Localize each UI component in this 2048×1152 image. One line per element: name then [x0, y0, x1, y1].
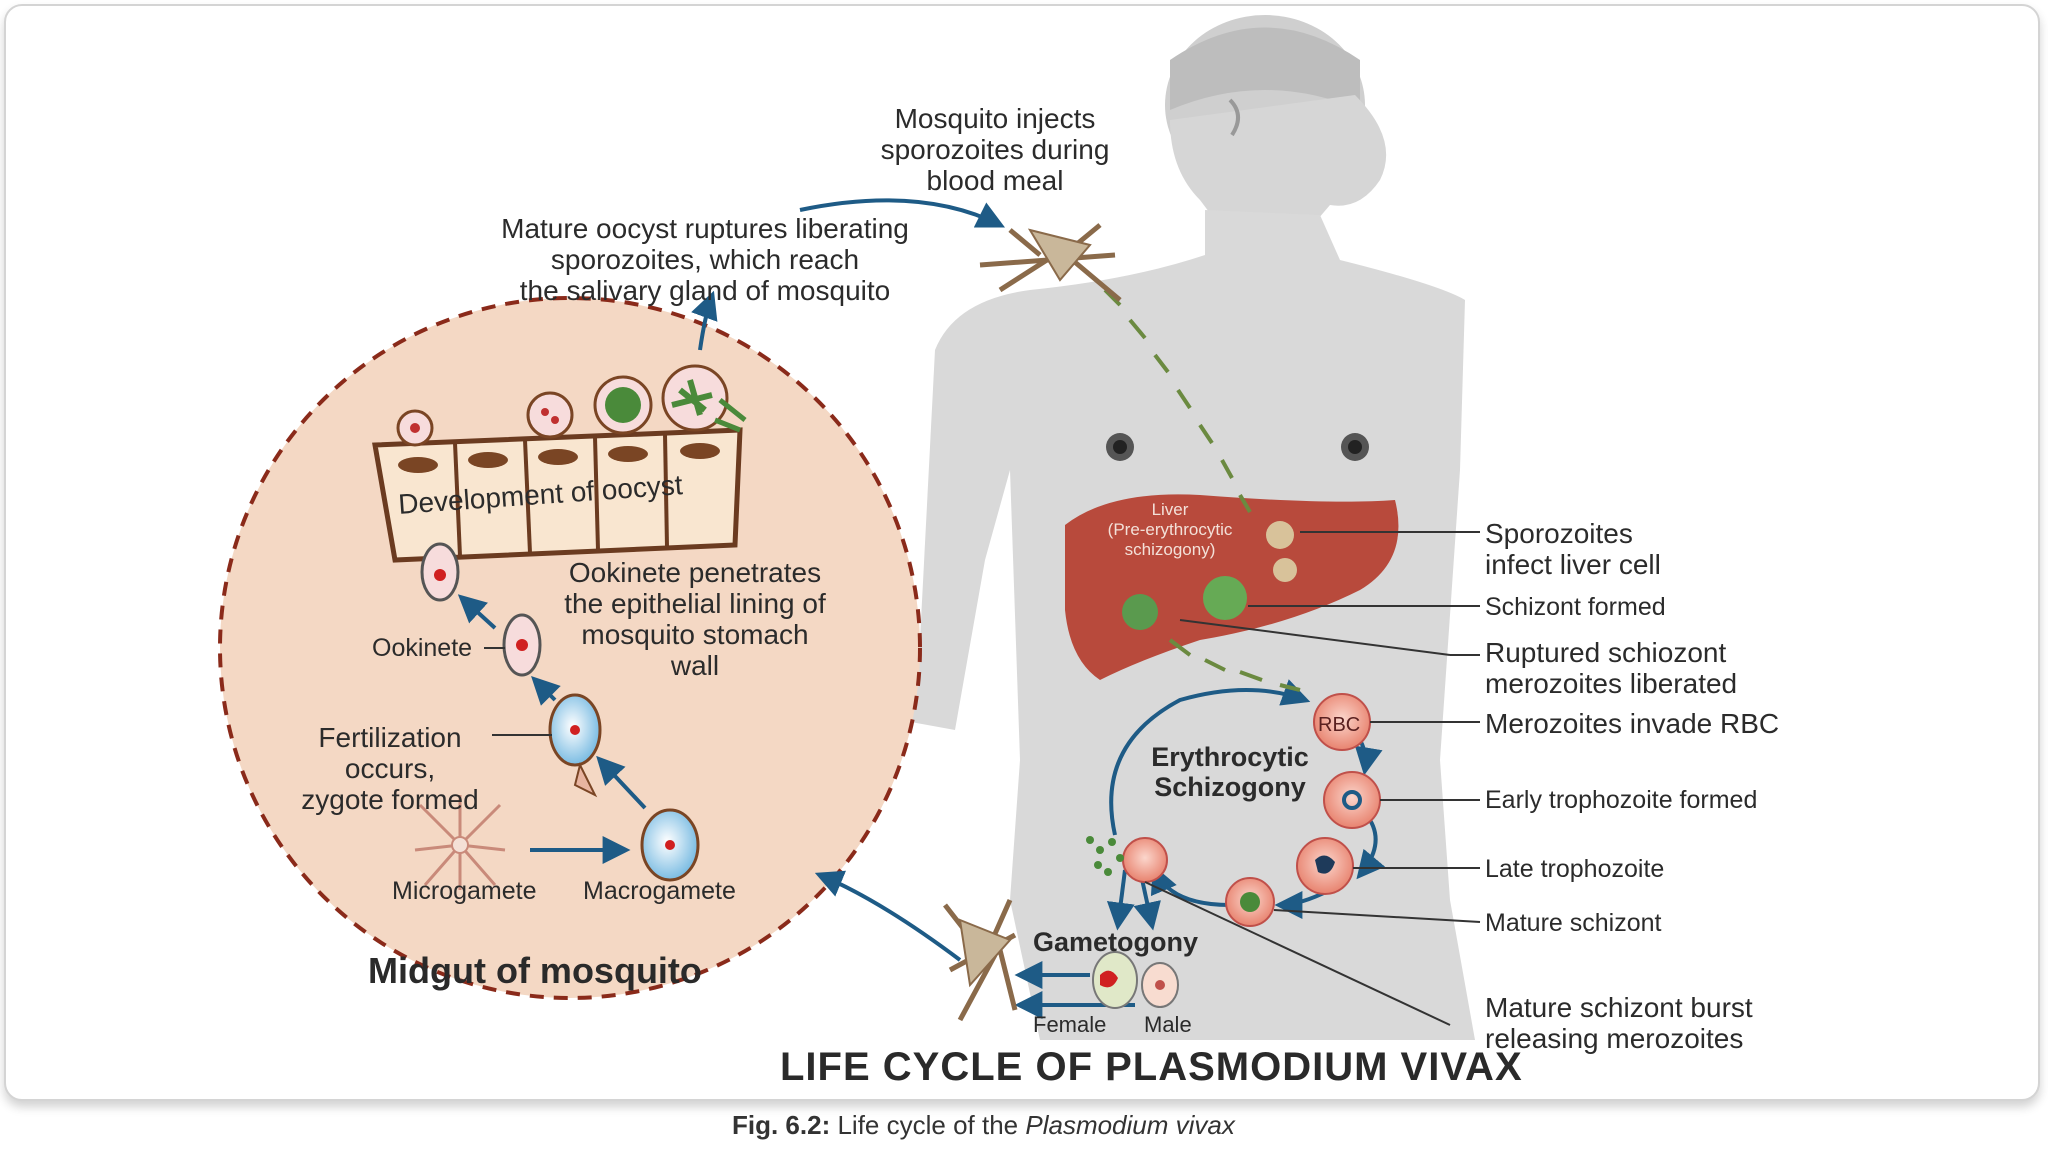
label-line: sporozoites during — [880, 134, 1110, 165]
label-line: Liver — [1151, 500, 1189, 519]
label-mature-schizont: Mature schizont — [1485, 909, 1662, 937]
label-line: blood meal — [926, 165, 1064, 196]
label-ookinete-penetrates: Ookinete penetrates the epithelial linin… — [535, 557, 855, 681]
label-line: merozoites liberated — [1485, 668, 1738, 699]
label-oocyst-ruptures: Mature oocyst ruptures liberating sporoz… — [445, 213, 965, 306]
sporozoite-trail — [1103, 288, 1301, 692]
caption-prefix: Fig. 6.2: — [732, 1110, 831, 1140]
label-line: mosquito stomach — [581, 619, 809, 650]
label-female: Female — [1033, 1012, 1107, 1037]
label-line: Mature schizont burst — [1485, 992, 1753, 1023]
label-schizont-formed: Schizont formed — [1485, 593, 1666, 621]
label-line: releasing merozoites — [1485, 1023, 1744, 1054]
label-line: occurs, — [344, 753, 436, 784]
label-liver: Liver (Pre-erythrocytic schizogony) — [1070, 500, 1270, 560]
label-gametogony: Gametogony — [1033, 927, 1199, 957]
label-schizont-burst: Mature schizont burst releasing merozoit… — [1485, 992, 1753, 1054]
mosquito-top — [979, 223, 1122, 302]
label-ookinete: Ookinete — [372, 634, 473, 662]
label-line: Fertilization — [318, 722, 462, 753]
label-fertilization: Fertilization occurs, zygote formed — [280, 722, 500, 815]
label-line: wall — [670, 650, 720, 681]
label-sporozoites-infect: Sporozoites infect liver cell — [1485, 518, 1661, 580]
caption-species: Plasmodium vivax — [1025, 1110, 1235, 1140]
label-line: Mosquito injects — [894, 103, 1096, 134]
label-line: sporozoites, which reach — [550, 244, 860, 275]
diagram-title: LIFE CYCLE OF PLASMODIUM VIVAX — [780, 1045, 1523, 1089]
label-male: Male — [1144, 1012, 1192, 1037]
caption-text: Life cycle of the — [830, 1110, 1026, 1140]
label-line: the salivary gland of mosquito — [519, 275, 891, 306]
label-macrogamete: Macrogamete — [583, 877, 736, 905]
label-mosquito-injects: Mosquito injects sporozoites during bloo… — [850, 103, 1140, 196]
label-line: zygote formed — [301, 784, 479, 815]
label-erythrocytic-schizogony: Erythrocytic Schizogony — [1130, 742, 1330, 802]
rbc-cycle-cells — [1086, 693, 1381, 1009]
label-line: Schizogony — [1154, 772, 1306, 802]
label-ruptured-schizont: Ruptured schiozont merozoites liberated — [1485, 637, 1737, 699]
label-line: (Pre-erythrocytic — [1107, 520, 1233, 539]
midgut-circle — [218, 296, 922, 1000]
label-merozoites-invade: Merozoites invade RBC — [1485, 708, 1780, 739]
label-line: schizogony) — [1124, 540, 1216, 559]
label-line: Mature oocyst ruptures liberating — [501, 213, 909, 244]
label-line: infect liver cell — [1485, 549, 1661, 580]
label-microgamete: Microgamete — [392, 877, 537, 905]
label-line: Sporozoites — [1485, 518, 1633, 549]
right-leader-lines — [1144, 531, 1481, 1026]
midgut-title: Midgut of mosquito — [368, 950, 702, 991]
label-line: the epithelial lining of — [564, 588, 826, 619]
label-late-trophozoite: Late trophozoite — [1485, 855, 1665, 883]
label-rbc: RBC — [1318, 714, 1361, 736]
mosquito-bottom — [943, 898, 1018, 1022]
figure-caption: Fig. 6.2: Life cycle of the Plasmodium v… — [732, 1110, 1235, 1141]
liver — [1065, 494, 1399, 680]
label-line: Ruptured schiozont — [1485, 637, 1727, 668]
label-line: Ookinete penetrates — [568, 557, 822, 588]
label-line: Erythrocytic — [1151, 742, 1309, 772]
label-early-trophozoite: Early trophozoite formed — [1485, 786, 1758, 814]
